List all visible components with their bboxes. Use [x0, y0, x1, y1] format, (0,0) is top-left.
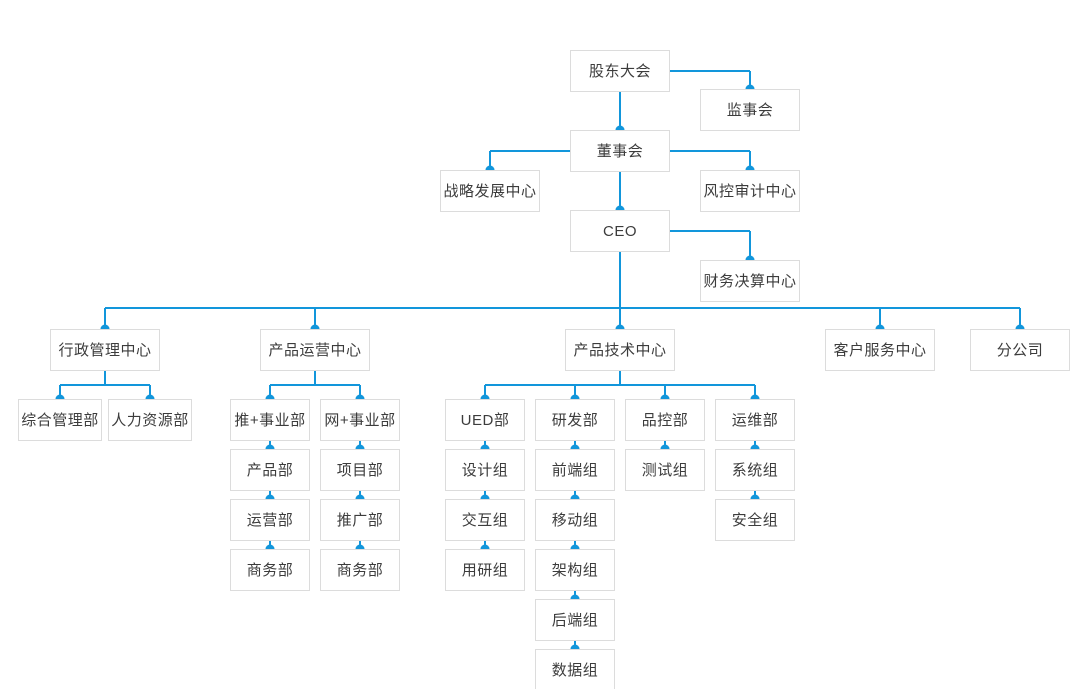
org-node-n12[interactable]: 分公司 [970, 329, 1070, 371]
org-node-n4[interactable]: 战略发展中心 [440, 170, 540, 212]
org-node-n35[interactable]: 运维部 [715, 399, 795, 441]
org-node-label: 系统组 [731, 461, 779, 479]
org-node-label: 数据组 [551, 661, 599, 679]
org-node-label: 架构组 [551, 561, 599, 579]
org-node-label: UED部 [460, 411, 510, 429]
org-node-n11[interactable]: 客户服务中心 [825, 329, 935, 371]
org-node-n14[interactable]: 人力资源部 [108, 399, 192, 441]
org-node-label: 用研组 [461, 561, 509, 579]
org-node-label: 测试组 [641, 461, 689, 479]
org-node-label: 研发部 [551, 411, 599, 429]
org-node-label: 人力资源部 [111, 411, 189, 429]
org-node-label: CEO [602, 222, 637, 240]
org-node-label: 客户服务中心 [833, 341, 927, 359]
org-node-n25[interactable]: 交互组 [445, 499, 525, 541]
org-node-label: 推广部 [336, 511, 384, 529]
org-node-n10[interactable]: 产品技术中心 [565, 329, 675, 371]
org-node-n31[interactable]: 后端组 [535, 599, 615, 641]
org-node-n13[interactable]: 综合管理部 [18, 399, 102, 441]
org-node-n8[interactable]: 行政管理中心 [50, 329, 160, 371]
org-node-label: 推+事业部 [234, 411, 306, 429]
org-node-label: 设计组 [461, 461, 509, 479]
org-node-n23[interactable]: UED部 [445, 399, 525, 441]
org-node-label: 战略发展中心 [443, 182, 537, 200]
org-node-n26[interactable]: 用研组 [445, 549, 525, 591]
org-node-label: 品控部 [641, 411, 689, 429]
org-node-n2[interactable]: 监事会 [700, 89, 800, 131]
org-node-n22[interactable]: 商务部 [320, 549, 400, 591]
org-node-n19[interactable]: 网+事业部 [320, 399, 400, 441]
org-node-label: 交互组 [461, 511, 509, 529]
org-node-label: 股东大会 [588, 62, 651, 80]
org-node-n6[interactable]: CEO [570, 210, 670, 252]
org-node-n32[interactable]: 数据组 [535, 649, 615, 689]
org-node-label: 产品技术中心 [573, 341, 667, 359]
org-node-n1[interactable]: 股东大会 [570, 50, 670, 92]
org-node-label: 风控审计中心 [703, 182, 797, 200]
org-node-label: 商务部 [246, 561, 294, 579]
org-node-n27[interactable]: 研发部 [535, 399, 615, 441]
org-node-n24[interactable]: 设计组 [445, 449, 525, 491]
org-node-label: 董事会 [596, 142, 644, 160]
org-node-n36[interactable]: 系统组 [715, 449, 795, 491]
org-node-label: 行政管理中心 [58, 341, 152, 359]
org-node-n37[interactable]: 安全组 [715, 499, 795, 541]
org-node-label: 运维部 [731, 411, 779, 429]
org-node-n15[interactable]: 推+事业部 [230, 399, 310, 441]
org-node-n30[interactable]: 架构组 [535, 549, 615, 591]
org-node-n28[interactable]: 前端组 [535, 449, 615, 491]
org-node-label: 后端组 [551, 611, 599, 629]
org-node-n34[interactable]: 测试组 [625, 449, 705, 491]
org-node-n20[interactable]: 项目部 [320, 449, 400, 491]
org-node-label: 移动组 [551, 511, 599, 529]
org-node-n17[interactable]: 运营部 [230, 499, 310, 541]
org-node-label: 产品部 [246, 461, 294, 479]
org-node-n16[interactable]: 产品部 [230, 449, 310, 491]
org-node-n3[interactable]: 董事会 [570, 130, 670, 172]
org-node-n33[interactable]: 品控部 [625, 399, 705, 441]
org-node-label: 监事会 [726, 101, 774, 119]
org-node-label: 产品运营中心 [268, 341, 362, 359]
org-node-n18[interactable]: 商务部 [230, 549, 310, 591]
org-node-n5[interactable]: 风控审计中心 [700, 170, 800, 212]
org-node-label: 财务决算中心 [703, 272, 797, 290]
org-node-n29[interactable]: 移动组 [535, 499, 615, 541]
org-node-n21[interactable]: 推广部 [320, 499, 400, 541]
org-node-label: 项目部 [336, 461, 384, 479]
org-node-label: 运营部 [246, 511, 294, 529]
org-node-label: 网+事业部 [324, 411, 396, 429]
org-node-label: 安全组 [731, 511, 779, 529]
org-node-label: 商务部 [336, 561, 384, 579]
org-node-label: 分公司 [996, 341, 1044, 359]
org-node-label: 前端组 [551, 461, 599, 479]
org-node-n7[interactable]: 财务决算中心 [700, 260, 800, 302]
org-node-n9[interactable]: 产品运营中心 [260, 329, 370, 371]
org-node-label: 综合管理部 [21, 411, 99, 429]
